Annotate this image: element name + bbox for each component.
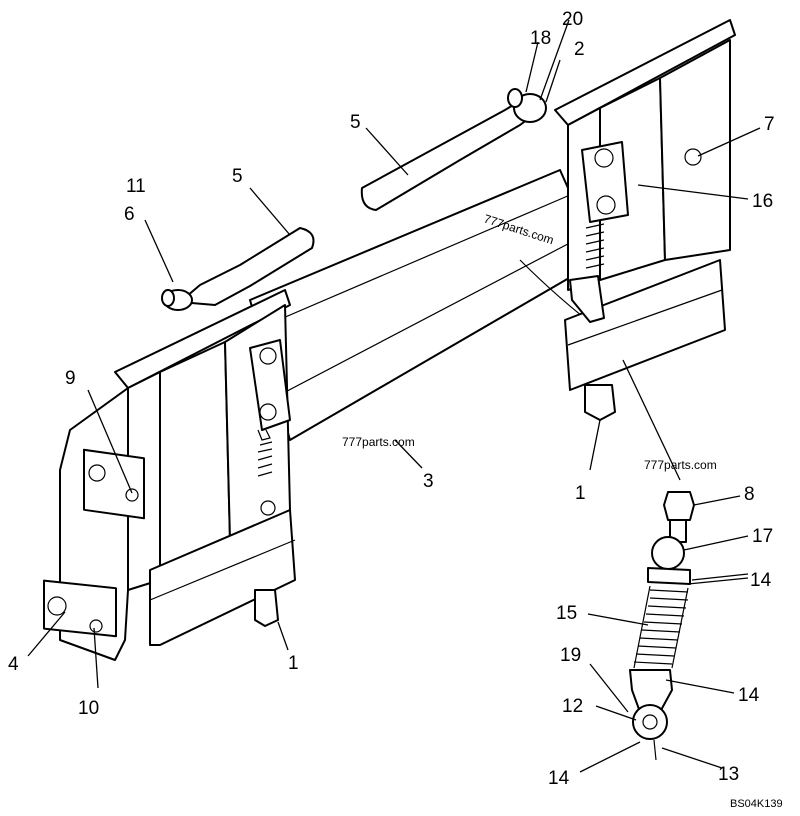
label-15: 15 xyxy=(556,603,577,624)
label-5-left: 5 xyxy=(232,166,243,187)
leader-lines xyxy=(27,19,761,773)
label-6: 6 xyxy=(124,204,135,225)
left-handle xyxy=(161,227,315,311)
left-mount-plate xyxy=(43,289,296,661)
label-20: 20 xyxy=(562,9,583,30)
label-2: 2 xyxy=(574,39,585,60)
cross-tube xyxy=(249,169,601,441)
watermark-middle: 777parts.com xyxy=(342,435,415,449)
label-9: 9 xyxy=(65,368,76,389)
label-14-a: 14 xyxy=(750,570,772,591)
label-8: 8 xyxy=(744,484,755,505)
right-latch-linkage xyxy=(569,141,629,323)
right-mount-plate xyxy=(554,19,736,421)
callout-labels: 1 1 2 3 4 5 5 6 7 8 9 10 11 12 13 14 14 … xyxy=(8,9,775,789)
label-14-b: 14 xyxy=(738,685,760,706)
label-10: 10 xyxy=(78,698,99,719)
label-5-right: 5 xyxy=(350,112,361,133)
spring-assembly-detail xyxy=(629,491,695,761)
label-14-c: 14 xyxy=(548,768,570,789)
label-17: 17 xyxy=(752,526,773,547)
label-1-left: 1 xyxy=(288,653,299,674)
label-7: 7 xyxy=(764,114,775,135)
label-11: 11 xyxy=(126,176,146,197)
drawing-code: BS04K139 xyxy=(730,798,783,810)
watermark-right: 777parts.com xyxy=(644,458,717,472)
label-3: 3 xyxy=(423,471,434,492)
label-4: 4 xyxy=(8,654,19,675)
label-12: 12 xyxy=(562,696,583,717)
label-18: 18 xyxy=(530,28,551,49)
label-1-right: 1 xyxy=(575,483,586,504)
label-13: 13 xyxy=(718,764,739,785)
right-handle xyxy=(360,88,547,211)
left-latch-linkage xyxy=(249,339,291,516)
label-16: 16 xyxy=(752,191,773,212)
label-19: 19 xyxy=(560,645,581,666)
